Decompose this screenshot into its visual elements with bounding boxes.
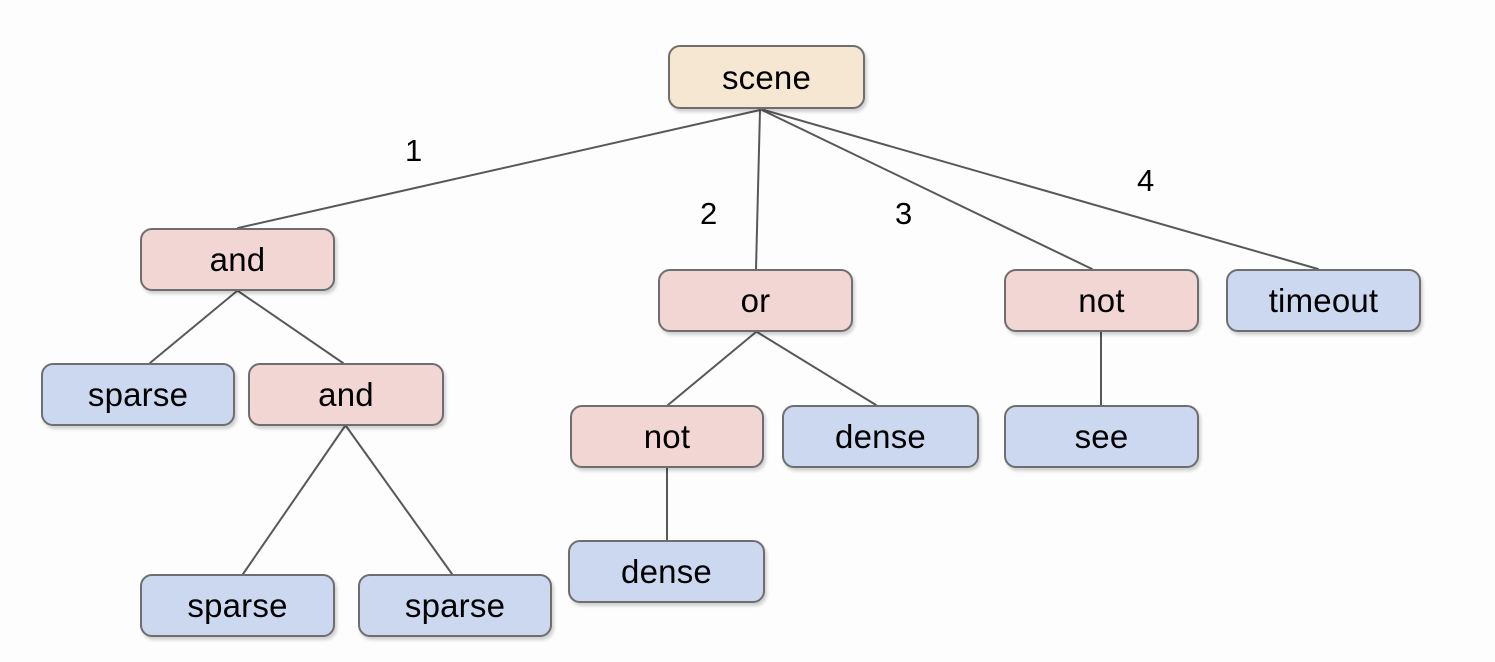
edge-label-3: 3 (895, 196, 913, 231)
tree-node-and[interactable]: and (248, 363, 444, 426)
tree-node-see[interactable]: see (1004, 405, 1199, 468)
tree-edge (755, 109, 761, 270)
tree-node-sparse[interactable]: sparse (140, 574, 335, 637)
tree-node-timeout[interactable]: timeout (1226, 269, 1421, 332)
tree-node-label: dense (621, 553, 712, 590)
tree-edge (242, 425, 346, 575)
tree-node-label: not (643, 418, 691, 455)
tree-node-label: dense (835, 418, 926, 455)
tree-node-not[interactable]: not (1004, 269, 1199, 332)
tree-edge (761, 109, 1093, 270)
tree-edge (756, 331, 877, 406)
tree-edge (667, 331, 757, 406)
tree-node-and[interactable]: and (140, 228, 335, 291)
tree-node-label: scene (721, 58, 812, 96)
tree-edge (763, 109, 1319, 270)
tree-node-dense[interactable]: dense (782, 405, 979, 468)
tree-edge (237, 109, 761, 229)
tree-node-label: sparse (404, 587, 506, 624)
tree-node-sparse[interactable]: sparse (358, 574, 552, 637)
tree-edge (345, 425, 453, 575)
tree-node-or[interactable]: or (658, 269, 853, 332)
tree-node-scene[interactable]: scene (668, 45, 865, 109)
tree-node-label: sparse (187, 587, 288, 624)
tree-node-label: see (1074, 418, 1129, 455)
edge-label-2: 2 (700, 196, 718, 231)
tree-node-label: and (209, 241, 266, 278)
tree-node-sparse[interactable]: sparse (41, 363, 235, 426)
tree-node-dense[interactable]: dense (568, 540, 765, 603)
tree-node-label: not (1078, 282, 1125, 319)
tree-node-label: sparse (87, 376, 189, 413)
tree-node-not[interactable]: not (570, 405, 764, 468)
tree-edge (237, 290, 344, 364)
tree-edge (149, 290, 238, 364)
tree-node-label: and (318, 376, 374, 413)
edge-label-1: 1 (405, 133, 423, 168)
tree-node-label: timeout (1268, 282, 1379, 319)
tree-node-label: or (740, 282, 771, 319)
edge-label-4: 4 (1137, 163, 1155, 198)
